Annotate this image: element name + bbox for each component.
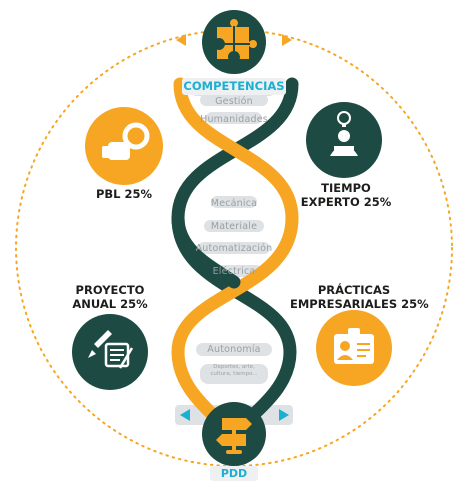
dna-strand-orange (171, 77, 299, 425)
tiempo-label-line2: EXPERTO 25% (300, 195, 392, 209)
rung-label-gestion: Gestión (215, 96, 253, 107)
puzzle-icon (202, 10, 266, 74)
competencias-banner (182, 78, 286, 95)
rung-note-autonomia: Deportes, arte, cultura, tiempo... (210, 364, 258, 377)
rung-label-autonomia: Autonomía (207, 344, 261, 355)
nav-arrow-left-icon (180, 409, 190, 421)
id-badge-icon (316, 310, 392, 386)
dna-strand-green (171, 77, 299, 425)
nav-arrow-right-icon (279, 409, 289, 421)
bottom-banner-label: PDD (220, 467, 248, 480)
rung-label-materiale: Materiale (210, 221, 258, 232)
rung-label-automatizacion: Automatización (195, 243, 273, 254)
practicas-label-line2: EMPRESARIALES 25% (290, 297, 429, 311)
rung-label-electrica: Eléctrica (212, 266, 256, 277)
signpost-icon (202, 402, 266, 466)
proyecto-label-line2: ANUAL 25% (72, 297, 148, 311)
orbit-arrow-right (282, 34, 292, 46)
reader-idea-icon (306, 102, 382, 178)
proyecto-label-line1: PROYECTO (75, 283, 145, 297)
pdd-banner (210, 466, 258, 481)
rung-label-humanidades: Humanidades (200, 114, 268, 125)
pbl-label: PBL 25% (95, 187, 153, 201)
dna-strand-green-overlap (171, 211, 241, 289)
tiempo-label-line1: TIEMPO (321, 181, 371, 195)
rocket-document-icon (72, 314, 148, 390)
top-banner-label: COMPETENCIAS (183, 79, 285, 93)
orbit-arrow-left (176, 34, 186, 46)
practicas-label-line1: PRÁCTICAS (317, 283, 391, 297)
rung-label-mecanica: Mecánica (210, 198, 258, 209)
gear-hand-icon (85, 107, 163, 185)
